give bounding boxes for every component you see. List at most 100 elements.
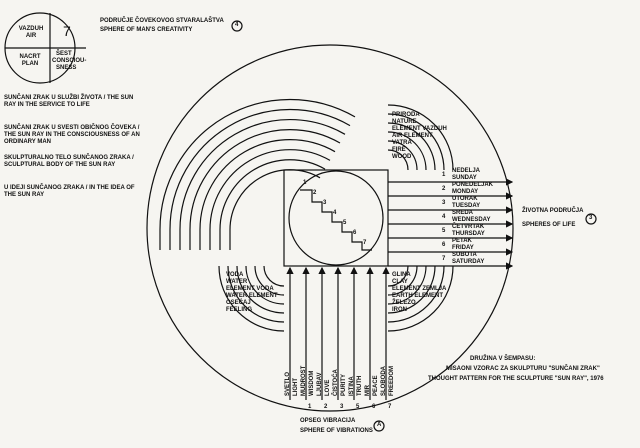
top-arc — [189, 129, 341, 250]
right-arc — [387, 113, 445, 171]
caption-line-2: MISAONI VZORAC ZA SKULPTURU "SUNČANI ZRA… — [446, 366, 600, 372]
step-number: 7 — [363, 240, 367, 246]
step-number: 5 — [343, 220, 347, 226]
top-arc-label: SUNČANI ZRAK U SVESTI OBIČNOG ČOVEKA / T… — [4, 125, 140, 145]
top-arc — [229, 169, 321, 250]
right-arc — [387, 140, 418, 171]
top-arc — [219, 159, 326, 250]
caption-line-1: DRUŽINA V ŠEMPASU: — [470, 356, 536, 362]
legend-consciousness-2: CONSCIOU- — [52, 58, 87, 64]
day-name-sr: UTORAK — [452, 196, 478, 202]
staircase — [300, 189, 372, 251]
right-arc-label: FIRE — [392, 147, 406, 153]
bottom-left-arc-label: WATER — [226, 279, 248, 285]
bottom-right-arc — [387, 265, 454, 332]
bottom-right-arc-label: EARTH ELEMENT — [392, 293, 443, 299]
day-name-en: WEDNESDAY — [452, 217, 491, 223]
bottom-right-arc-label: ŽELEZO — [392, 300, 416, 306]
vibration-number: 7 — [388, 404, 392, 410]
vibration-name-en: TRUTH — [357, 376, 363, 396]
day-number: 6 — [442, 242, 446, 248]
day-name-sr: SUBOTA — [452, 252, 477, 258]
vibration-name-sr: MUDROST — [301, 365, 307, 396]
day-number: 4 — [442, 214, 446, 220]
vibration-name-sr: MIR — [365, 384, 371, 396]
central-square — [283, 169, 389, 267]
bottom-right-arc — [387, 265, 436, 314]
right-arc-label: PRIRODA — [392, 112, 420, 118]
vibration-name-en: FREEDOM — [389, 366, 395, 396]
element-arcs — [218, 104, 454, 332]
vibration-name-en: WISDOM — [309, 371, 315, 396]
bottom-left-arc — [227, 265, 285, 323]
step-number: 4 — [333, 210, 337, 216]
legend-plan: NACRT PLAN — [19, 54, 41, 67]
bottom-left-arc-label: WATER ELEMENT — [226, 293, 278, 299]
right-arc-label: NATURE — [392, 119, 417, 125]
bottom-left-arc-label: FEELING — [226, 307, 253, 313]
day-name-sr: SREDA — [452, 210, 474, 216]
vibration-number: 1 — [308, 404, 312, 410]
step-number: 2 — [313, 190, 317, 196]
day-name-en: THURSDAY — [452, 231, 485, 237]
caption-line-3: THOUGHT PATTERN FOR THE SCULPTURE "SUN R… — [428, 376, 604, 382]
top-arc — [159, 98, 356, 250]
bottom-right-arc-label: ELEMENT ZEMLJA — [392, 286, 447, 292]
bottom-left-arc-label: OSEĆAJ — [226, 300, 251, 306]
central-circle — [288, 170, 384, 266]
vibration-name-en: PEACE — [373, 375, 379, 396]
step-number: 6 — [353, 230, 357, 236]
vibration-name-sr: SLOBODA — [381, 365, 387, 396]
vibration-number: 6 — [372, 404, 376, 410]
bottom-left-arc — [245, 265, 285, 305]
vibrations-label-en: SPHERE OF VIBRATIONS — [300, 428, 373, 434]
bottom-right-arc-label: GLINA — [392, 272, 411, 278]
day-name-en: MONDAY — [452, 189, 479, 195]
life-mark: 3 — [589, 215, 593, 221]
legend-circle — [4, 12, 86, 84]
creativity-mark-circle — [231, 20, 243, 32]
bottom-left-arc-label: ELEMENT VODA — [226, 286, 274, 292]
day-name-en: FRIDAY — [452, 245, 474, 251]
day-number: 5 — [442, 228, 446, 234]
vibration-name-en: LIGHT — [293, 378, 299, 396]
outer-circle — [146, 44, 514, 412]
day-number: 2 — [442, 186, 446, 192]
bottom-left-arc — [263, 265, 285, 287]
vibration-name-sr: ISTINA — [349, 376, 355, 396]
vibrations-label-sr: OPSEG VIBRACIJA — [300, 418, 356, 424]
legend-seven: 7 — [63, 23, 71, 39]
vibrations-mark: A — [377, 422, 382, 428]
bottom-right-arc — [387, 265, 418, 296]
bottom-left-arc — [254, 265, 285, 296]
top-arc — [179, 118, 346, 250]
right-arc — [387, 131, 427, 171]
day-number: 7 — [442, 256, 446, 262]
day-number: 1 — [442, 172, 446, 178]
day-number: 3 — [442, 200, 446, 206]
vibration-number: 2 — [324, 404, 328, 410]
vibration-name-sr: LJUBAV — [317, 372, 323, 396]
vibration-name-en: LOVE — [325, 380, 331, 396]
right-arc-label: WOOD — [392, 154, 412, 160]
day-name-en: SUNDAY — [452, 175, 477, 181]
vibration-name-sr: SVETLO — [285, 372, 291, 396]
vibration-name-en: PURITY — [341, 374, 347, 396]
right-arc-label: VATRA — [392, 140, 412, 146]
top-arc-label: SKULPTURALNO TELO SUNČANOG ZRAKA / SCULP… — [4, 155, 134, 168]
day-name-sr: NEDELJA — [452, 168, 481, 174]
day-name-sr: PETAK — [452, 238, 472, 244]
creativity-label-sr: PODRUČJE ČOVEKOVOG STVARALAŠTVA — [100, 18, 224, 24]
day-name-sr: PONEDELJAK — [452, 182, 494, 188]
vibrations-mark-circle — [373, 420, 385, 432]
right-arc — [387, 149, 409, 171]
vibration-name-sr: ČISTOĆA — [331, 368, 339, 396]
bottom-right-arc — [387, 265, 409, 287]
bottom-left-arc-label: VODA — [226, 272, 244, 278]
step-number: 1 — [303, 180, 307, 186]
right-arc-label: ELEMENT VAZDUH — [392, 126, 447, 132]
top-arcs — [159, 98, 356, 250]
